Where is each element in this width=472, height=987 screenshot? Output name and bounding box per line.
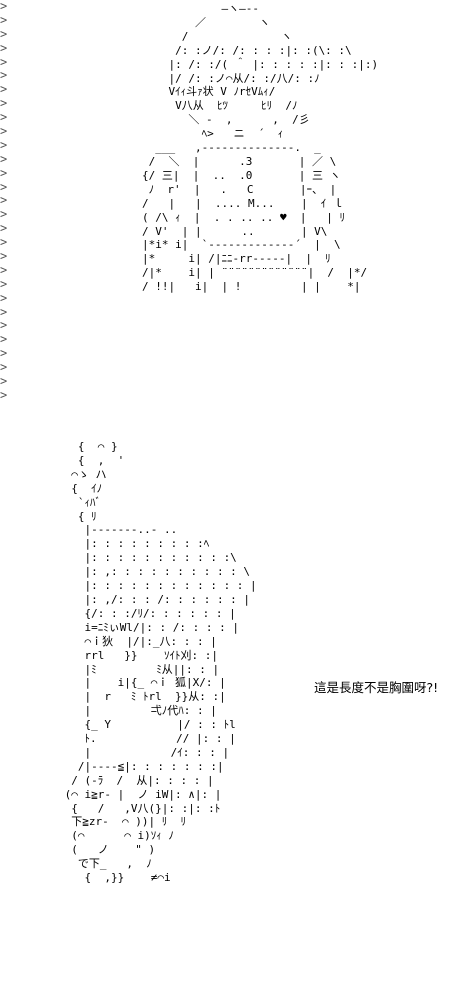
quote-marker: > [0, 40, 8, 55]
quote-marker: > [0, 82, 8, 97]
quote-marker: > [0, 26, 8, 41]
quote-marker: > [0, 151, 8, 166]
quote-marker: > [0, 179, 8, 194]
quote-marker: > [0, 304, 8, 319]
quote-marker: > [0, 290, 8, 305]
quote-marker: > [0, 360, 8, 375]
quote-marker: > [0, 249, 8, 264]
quote-marker: > [0, 346, 8, 361]
quote-marker: > [0, 110, 8, 125]
quote-marker: > [0, 137, 8, 152]
quote-marker: > [0, 221, 8, 236]
ascii-art-figure-holding-pole: { ⌒ } { , ' ⌒ゝ ハ { ｲﾉ `ｨﾊﾞ { ﾘ |‐‐‐‐‐‐‐.… [64, 440, 257, 885]
quote-marker: > [0, 374, 8, 389]
quote-marker: > [0, 12, 8, 27]
quote-marker: > [0, 68, 8, 83]
quote-marker: > [0, 96, 8, 111]
quote-marker: > [0, 318, 8, 333]
quote-marker: > [0, 54, 8, 69]
caption-text: 這是長度不是胸圍呀?! [314, 680, 439, 695]
quote-marker: > [0, 165, 8, 180]
quote-marker: > [0, 235, 8, 250]
quote-marker: > [0, 0, 8, 13]
quote-marker: > [0, 332, 8, 347]
quote-marker: > [0, 387, 8, 402]
quote-marker-column: >>>>>>>>>>>>>>>>>>>>>>>>>>>>> [0, 0, 12, 403]
quote-marker: > [0, 207, 8, 222]
quote-marker: > [0, 262, 8, 277]
quote-marker: > [0, 193, 8, 208]
quote-marker: > [0, 124, 8, 139]
quote-marker: > [0, 276, 8, 291]
ascii-art-girl-holding-sign: ―ヽ―-- ／ ヽ / ヽ /: :ノ/: /: : : :|: :(\: :\… [142, 2, 379, 294]
